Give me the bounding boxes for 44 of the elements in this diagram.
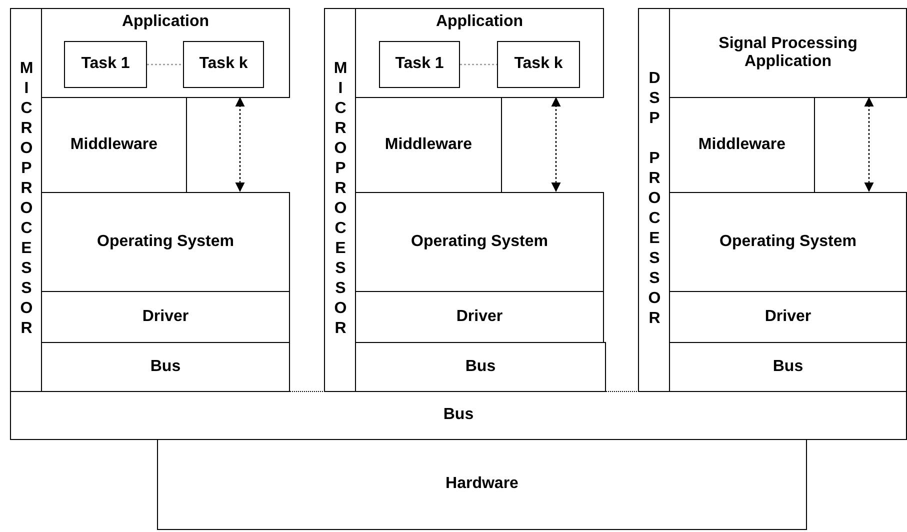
vertical-label: DSP PROCESSOR — [646, 70, 662, 330]
processor-bar — [324, 8, 356, 392]
system-bus — [10, 391, 907, 440]
connector-line — [147, 64, 183, 66]
layer-label: Bus — [465, 358, 496, 376]
layer-label: Bus — [443, 406, 474, 425]
task-box — [379, 41, 460, 88]
double-arrow — [235, 97, 245, 192]
layer-label: Task 1 — [81, 55, 130, 74]
task-box — [497, 41, 580, 88]
double-arrow — [551, 97, 561, 192]
layer-label: Operating System — [411, 232, 548, 252]
layer-label: Application — [436, 13, 524, 32]
layer-label: Application — [122, 13, 210, 32]
task-box — [64, 41, 147, 88]
layer-label: Bus — [772, 358, 804, 376]
layer-label: Driver — [764, 308, 812, 326]
layer-label: Middleware — [698, 136, 786, 154]
layer-label: Middleware — [384, 136, 472, 154]
layer-label: Bus — [150, 358, 181, 376]
layer-label: Operating System — [97, 232, 234, 252]
hardware-box — [157, 439, 807, 530]
application-layer — [41, 8, 290, 98]
processor-bar — [10, 8, 42, 392]
processor-bar — [638, 8, 670, 392]
vertical-label: MICROPROCESSOR — [18, 60, 34, 340]
layer-label: Hardware — [446, 475, 518, 494]
layer-label: Middleware — [70, 136, 158, 154]
double-arrow — [864, 97, 874, 192]
layer-label: Signal Processing Application — [718, 34, 858, 72]
bus-layer — [669, 342, 907, 392]
layer-label: Operating System — [720, 232, 856, 252]
bus-layer — [41, 342, 290, 392]
layer-label: Task k — [199, 55, 248, 74]
layer-label: Task 1 — [395, 55, 444, 74]
connector-line — [460, 64, 497, 66]
layer-label: Driver — [456, 308, 503, 326]
vertical-label: MICROPROCESSOR — [332, 60, 348, 340]
layer-label: Driver — [142, 308, 189, 326]
application-layer — [669, 8, 907, 98]
task-box — [183, 41, 264, 88]
layer-label: Task k — [514, 55, 563, 74]
application-layer — [355, 8, 604, 98]
bus-layer — [355, 342, 606, 392]
